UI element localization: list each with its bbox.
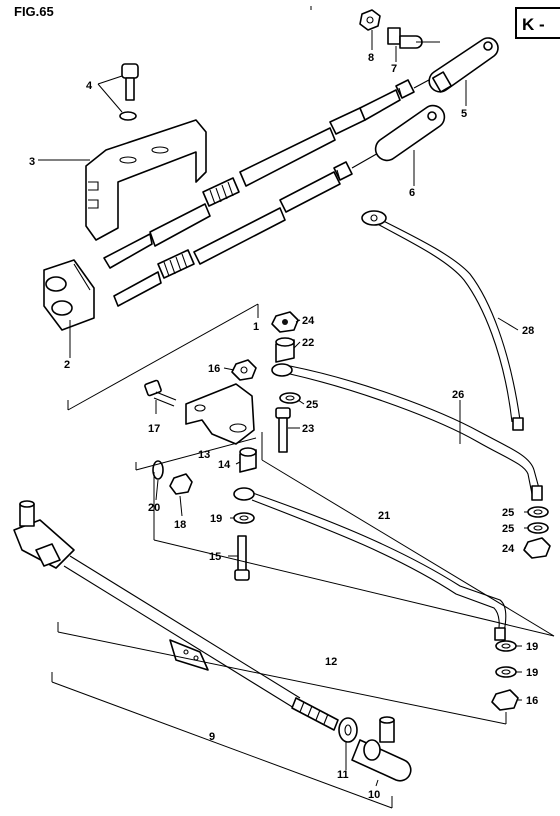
callout-9: 9	[209, 731, 215, 743]
callout-17: 17	[148, 423, 160, 435]
callout-19-right-b: 19	[526, 667, 538, 679]
section-badge-text: K -	[522, 15, 545, 34]
callout-26: 26	[452, 389, 464, 401]
rod-28	[361, 210, 524, 431]
nut-16-right	[491, 689, 519, 711]
callout-19-right-a: 19	[526, 641, 538, 653]
callout-25-right-a: 25	[502, 507, 514, 519]
rod-end-10	[351, 716, 412, 782]
callout-14: 14	[218, 459, 231, 471]
collar-22	[275, 337, 295, 363]
callout-22: 22	[302, 337, 314, 349]
callout-24-right: 24	[502, 543, 515, 555]
callout-5: 5	[461, 108, 467, 120]
nut-11	[338, 717, 358, 743]
callout-11: 11	[337, 769, 349, 781]
callout-28: 28	[522, 325, 534, 337]
callout-23: 23	[302, 423, 314, 435]
remote-control-cables	[103, 73, 441, 307]
callout-3: 3	[29, 156, 35, 168]
washer-19-right-b	[495, 666, 517, 678]
callout-4: 4	[86, 80, 93, 92]
washer-25-right-a	[527, 506, 549, 518]
washer-20	[152, 460, 164, 480]
figure-title: FIG.65	[14, 4, 54, 19]
callout-8: 8	[368, 52, 374, 64]
bracket-3	[85, 119, 207, 241]
callout-10: 10	[368, 789, 380, 801]
callout-12: 12	[325, 656, 337, 668]
callout-7: 7	[391, 63, 397, 75]
callout-18: 18	[174, 519, 186, 531]
washer-25-upper	[279, 392, 301, 404]
washer-19-right-a	[495, 640, 517, 652]
callout-16-right: 16	[526, 695, 538, 707]
washer-25-right-b	[527, 522, 549, 534]
nut-24-upper	[271, 311, 299, 333]
leader-lines	[38, 30, 555, 809]
bolt-23	[275, 407, 291, 453]
bracket-13	[185, 383, 255, 445]
nut-24-right	[523, 537, 551, 559]
cable-end-5	[428, 37, 499, 93]
bolt-15	[234, 535, 250, 581]
pin-7	[387, 27, 440, 49]
cable-end-6	[374, 104, 446, 162]
boot-2	[43, 259, 95, 331]
callout-24-upper: 24	[302, 315, 315, 327]
callout-20: 20	[148, 502, 160, 514]
rod-end-left	[13, 500, 75, 569]
callout-15: 15	[209, 551, 221, 563]
washer-19-upper	[233, 512, 255, 524]
tie-rod-9	[63, 555, 339, 731]
callout-2: 2	[64, 359, 70, 371]
callout-6: 6	[409, 187, 415, 199]
callout-numbers: 1 2 3 4 5 6 7 8 9 10 11 12 13 14 15 16 1…	[29, 52, 538, 801]
nut-16-upper	[231, 359, 257, 381]
callout-21: 21	[378, 510, 390, 522]
callout-16-upper: 16	[208, 363, 220, 375]
rod-26	[271, 363, 543, 501]
bolt-4	[119, 63, 139, 121]
callout-25-upper: 25	[306, 399, 318, 411]
collar-14	[239, 447, 257, 473]
callout-13: 13	[198, 449, 210, 461]
nut-18	[169, 473, 193, 495]
callout-19-upper: 19	[210, 513, 222, 525]
section-badge: K -	[515, 7, 560, 39]
callout-25-right-b: 25	[502, 523, 514, 535]
bolt-17	[144, 379, 177, 407]
callout-1: 1	[253, 321, 259, 333]
rod-21	[233, 487, 507, 641]
nut-8	[359, 9, 381, 31]
